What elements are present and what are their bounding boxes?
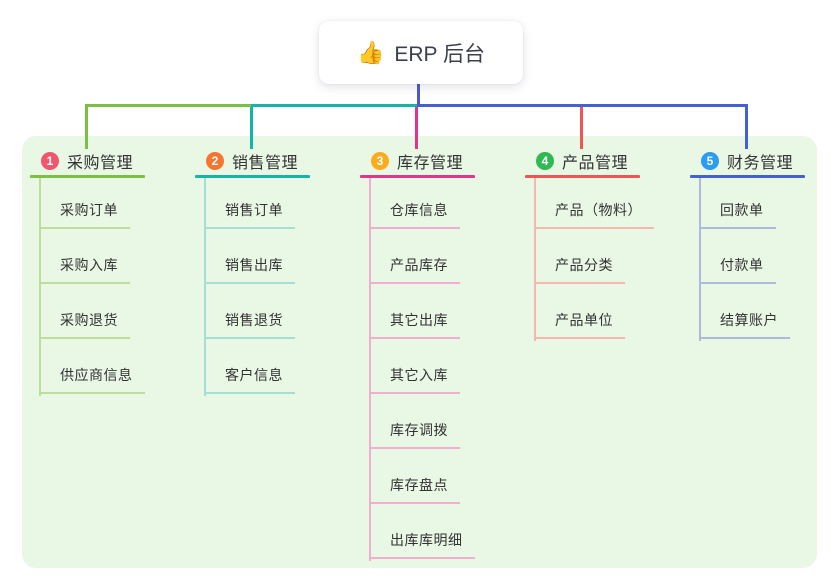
child-node-label: 采购订单 [60,202,118,218]
connector-root-stem [417,84,420,107]
branch-trunk-line [699,178,701,341]
branch-number-badge: 1 [41,152,59,170]
child-node-label: 销售出库 [225,257,283,273]
branch-underline [360,175,475,178]
child-node-inventory-2[interactable]: 产品库存 [369,252,460,284]
branch-node-finance[interactable]: 5 财务管理 [690,148,793,174]
child-node-purchase-4[interactable]: 供应商信息 [39,362,145,394]
branch-number-badge: 5 [701,152,719,170]
child-node-label: 仓库信息 [390,202,448,218]
branch-underline [690,175,805,178]
child-node-inventory-4[interactable]: 其它入库 [369,362,460,394]
child-node-sales-1[interactable]: 销售订单 [204,197,295,229]
branch-number-badge: 2 [206,152,224,170]
branch-label: 库存管理 [397,155,464,172]
child-node-inventory-5[interactable]: 库存调拨 [369,417,460,449]
child-node-sales-2[interactable]: 销售出库 [204,252,295,284]
root-node-label: ERP 后台 [394,42,486,66]
child-node-inventory-6[interactable]: 库存盘点 [369,472,460,504]
child-node-inventory-7[interactable]: 出库库明细 [369,527,475,559]
root-node[interactable]: 👍 ERP 后台 [319,21,523,84]
child-node-label: 其它出库 [390,312,448,328]
child-node-label: 库存调拨 [390,422,448,438]
child-node-product-1[interactable]: 产品（物料） [534,197,654,229]
child-node-label: 产品单位 [555,312,613,328]
branch-label: 财务管理 [727,155,794,172]
branch-label: 产品管理 [562,155,629,172]
child-node-inventory-3[interactable]: 其它出库 [369,307,460,339]
connector-drop-sales [250,104,253,149]
branch-node-product[interactable]: 4 产品管理 [525,148,628,174]
child-node-sales-3[interactable]: 销售退货 [204,307,295,339]
child-node-product-3[interactable]: 产品单位 [534,307,625,339]
child-node-label: 其它入库 [390,367,448,383]
branch-trunk-line [39,178,41,396]
thumbs-up-icon: 👍 [356,39,385,65]
child-node-sales-4[interactable]: 客户信息 [204,362,295,394]
branch-node-sales[interactable]: 2 销售管理 [195,148,298,174]
child-node-finance-1[interactable]: 回款单 [699,197,776,229]
connector-spine-right [417,104,748,107]
branch-node-inventory[interactable]: 3 库存管理 [360,148,463,174]
child-node-label: 产品分类 [555,257,613,273]
child-node-label: 采购入库 [60,257,118,273]
child-node-purchase-1[interactable]: 采购订单 [39,197,130,229]
child-node-purchase-2[interactable]: 采购入库 [39,252,130,284]
child-node-label: 库存盘点 [390,477,448,493]
child-node-label: 产品（物料） [555,202,642,218]
child-node-finance-2[interactable]: 付款单 [699,252,776,284]
connector-spine-left [85,104,253,107]
child-node-label: 客户信息 [225,367,283,383]
connector-drop-product [580,104,583,149]
child-node-label: 回款单 [720,202,764,218]
connector-drop-inventory [415,104,418,149]
child-node-label: 销售订单 [225,202,283,218]
child-node-label: 采购退货 [60,312,118,328]
branch-number-badge: 4 [536,152,554,170]
child-node-label: 结算账户 [720,312,778,328]
branch-trunk-line [369,178,371,561]
child-node-product-2[interactable]: 产品分类 [534,252,625,284]
branch-number-badge: 3 [371,152,389,170]
branch-trunk-line [534,178,536,341]
child-node-label: 销售退货 [225,312,283,328]
branch-underline [195,175,310,178]
branch-node-purchase[interactable]: 1 采购管理 [30,148,133,174]
child-node-label: 出库库明细 [390,532,463,548]
child-node-label: 付款单 [720,257,764,273]
connector-drop-purchase [85,104,88,149]
branches-panel [22,136,817,568]
branch-label: 采购管理 [67,155,134,172]
child-node-inventory-1[interactable]: 仓库信息 [369,197,460,229]
connector-spine-mid [251,104,418,107]
branch-underline [30,175,145,178]
branch-trunk-line [204,178,206,396]
branch-label: 销售管理 [232,155,299,172]
connector-drop-finance [745,104,748,149]
child-node-purchase-3[interactable]: 采购退货 [39,307,130,339]
child-node-label: 产品库存 [390,257,448,273]
branch-underline [525,175,640,178]
child-node-label: 供应商信息 [60,367,133,383]
child-node-finance-3[interactable]: 结算账户 [699,307,790,339]
